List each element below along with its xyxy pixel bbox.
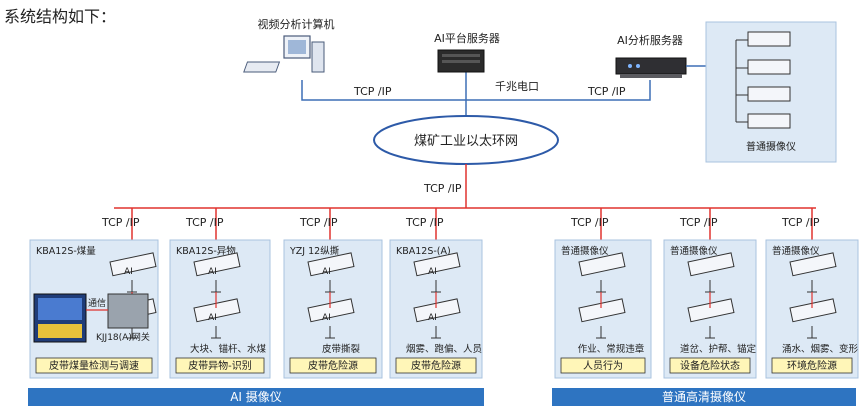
group-footer-box — [560, 357, 646, 374]
tcpip-branch-label: TCP /IP — [570, 216, 609, 229]
group-footer-box — [395, 357, 477, 374]
group-footer-label: 皮带危险源 — [308, 359, 358, 372]
group-title: KBA12S-异物 — [176, 245, 236, 257]
ai-tag: AI — [124, 267, 133, 277]
group-caption: 涌水、烟雾、变形 — [782, 343, 859, 355]
hd-camera-bar — [552, 388, 856, 406]
control-panel-keys — [38, 324, 82, 338]
camera-icon — [413, 252, 461, 277]
server-icon — [437, 49, 485, 73]
group-footer-box — [175, 357, 265, 374]
hd-camera-bar-label: 普通高清摄像仪 — [662, 389, 746, 404]
gateway-label: KJJ18(A)网关 — [96, 331, 150, 343]
group-footer-box — [289, 357, 377, 374]
tcpip-branch-label: TCP /IP — [405, 216, 444, 229]
group-footer-box — [35, 357, 153, 374]
tcpip-branch-label: TCP /IP — [185, 216, 224, 229]
group-footer-label: 皮带危险源 — [411, 359, 461, 372]
group-footer-box — [669, 357, 751, 374]
comm-label: 通信 — [88, 297, 106, 309]
tcpip-branch-label: TCP /IP — [781, 216, 820, 229]
ethernet-ring-label: 煤矿工业以太环网 — [414, 134, 518, 149]
ai-tag: AI — [322, 267, 331, 277]
camera-icon — [307, 252, 355, 277]
ai-tag: AI — [322, 313, 331, 323]
group-footer-box — [771, 357, 853, 374]
camera-group: TCP /IPKBA12S-煤量AIAI皮带煤量检测与调速通信KJJ18(A)网… — [29, 208, 159, 379]
camera-icon — [747, 31, 791, 129]
group-footer-label: 设备危险状态 — [680, 359, 740, 372]
ai-camera-bar-label: AI 摄像仪 — [230, 389, 282, 404]
page-heading: 系统结构如下： — [4, 7, 116, 26]
ai-tag: AI — [208, 267, 217, 277]
ai-platform-server-label: AI平台服务器 — [434, 31, 500, 45]
camera-tree — [735, 39, 748, 123]
group-title: KBA12S-(A) — [396, 246, 451, 257]
video-pc-label: 视频分析计算机 — [258, 17, 335, 31]
group-title: 普通摄像仪 — [670, 245, 718, 257]
top-camera-caption: 普通摄像仪 — [746, 140, 796, 153]
top-link-line — [301, 80, 651, 101]
control-panel-screen — [38, 298, 82, 320]
camera-icon — [789, 252, 837, 277]
tcpip-branch-label: TCP /IP — [101, 216, 140, 229]
group-footer-label: 皮带异物-识别 — [188, 359, 252, 372]
group-footer-label: 环境危险源 — [787, 359, 837, 372]
group-title: KBA12S-煤量 — [36, 245, 96, 257]
group-title: 普通摄像仪 — [772, 245, 820, 257]
ai-analysis-server-label: AI分析服务器 — [617, 33, 683, 47]
tcpip-down-label: TCP /IP — [423, 182, 462, 195]
ai-camera-bar — [28, 388, 484, 406]
group-caption: 作业、常规违章 — [578, 343, 645, 355]
gigabit-label: 千兆电口 — [495, 80, 539, 93]
tcpip-branch-label: TCP /IP — [679, 216, 718, 229]
ai-tag: AI — [428, 267, 437, 277]
camera-icon — [578, 252, 626, 277]
group-footer-label: 人员行为 — [583, 359, 623, 372]
computer-icon — [243, 35, 325, 73]
group-caption: 皮带撕裂 — [322, 343, 361, 355]
group-title: YZJ 12纵撕 — [289, 245, 340, 257]
camera-icon — [687, 252, 735, 277]
group-title: 普通摄像仪 — [561, 245, 609, 257]
tcpip-right-label: TCP /IP — [587, 85, 626, 98]
group-caption: 道岔、护帮、锚定 — [680, 343, 757, 355]
group-caption: 烟雾、跑偏、人员 — [406, 343, 482, 355]
tcpip-left-label: TCP /IP — [353, 85, 392, 98]
camera-icon — [193, 252, 241, 277]
group-footer-label: 皮带煤量检测与调速 — [49, 359, 139, 372]
tcpip-branch-label: TCP /IP — [299, 216, 338, 229]
ai-tag: AI — [208, 313, 217, 323]
gateway-icon — [107, 293, 149, 329]
camera-icon — [109, 252, 157, 277]
group-caption: 大块、锚杆、水煤 — [190, 343, 267, 355]
ai-tag: AI — [428, 313, 437, 323]
nvr-icon — [615, 57, 687, 78]
